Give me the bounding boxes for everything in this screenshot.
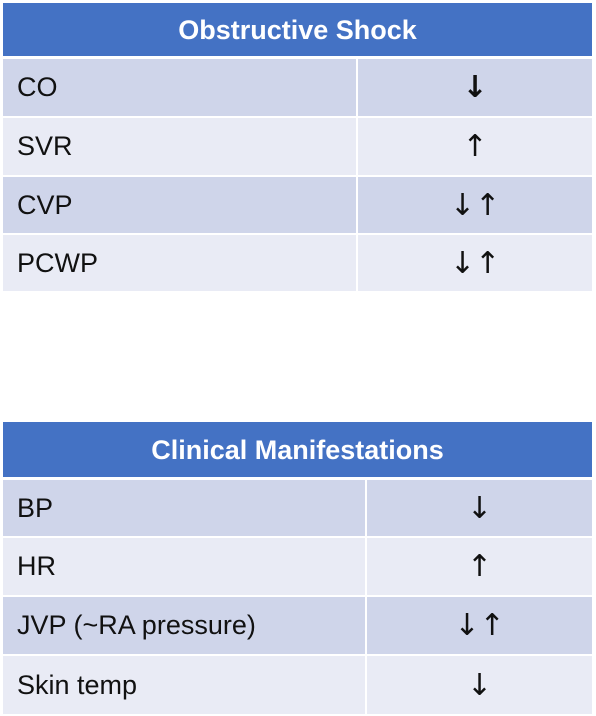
clinical-manifestations-title: Clinical Manifestations <box>3 422 592 480</box>
row-label: BP <box>3 480 367 536</box>
row-label: Skin temp <box>3 656 367 714</box>
row-value-down-arrow: ↓ <box>358 59 592 116</box>
row-value-down-arrow: ↓ <box>367 656 592 714</box>
table-row: SVR ↑ <box>3 118 592 177</box>
table-row: HR ↑ <box>3 538 592 597</box>
obstructive-shock-table: Obstructive Shock CO ↓ SVR ↑ CVP ↓↑ PCWP… <box>3 3 592 291</box>
row-label: PCWP <box>3 235 358 291</box>
row-value-down-up-arrows: ↓↑ <box>367 597 592 654</box>
row-value-up-arrow: ↑ <box>367 538 592 595</box>
row-label: SVR <box>3 118 358 175</box>
row-value-up-arrow: ↑ <box>358 118 592 175</box>
clinical-manifestations-table: Clinical Manifestations BP ↓ HR ↑ JVP (~… <box>3 422 592 714</box>
table-row: JVP (~RA pressure) ↓↑ <box>3 597 592 656</box>
table-row: PCWP ↓↑ <box>3 235 592 291</box>
row-value-down-arrow: ↓ <box>367 480 592 536</box>
table-row: CO ↓ <box>3 59 592 118</box>
row-label: HR <box>3 538 367 595</box>
table-row: CVP ↓↑ <box>3 177 592 235</box>
row-value-down-up-arrows: ↓↑ <box>358 177 592 233</box>
row-label: JVP (~RA pressure) <box>3 597 367 654</box>
row-value-down-up-arrows: ↓↑ <box>358 235 592 291</box>
row-label: CO <box>3 59 358 116</box>
row-label: CVP <box>3 177 358 233</box>
table-row: Skin temp ↓ <box>3 656 592 714</box>
table-row: BP ↓ <box>3 480 592 538</box>
obstructive-shock-title: Obstructive Shock <box>3 3 592 59</box>
